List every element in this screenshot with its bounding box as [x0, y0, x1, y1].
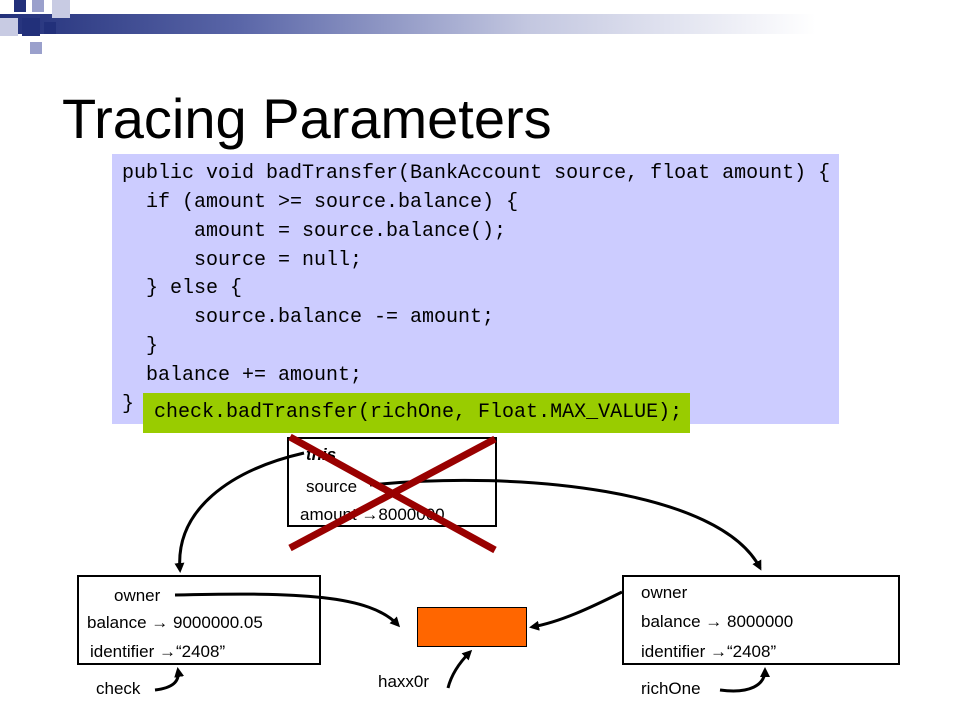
code-line: } else {: [122, 277, 243, 300]
check-variable-label: check: [96, 679, 141, 698]
header-square: [0, 18, 18, 36]
slide-title: Tracing Parameters: [62, 87, 552, 150]
this-to-check-arrow: [174, 451, 305, 573]
code-block-background: [112, 154, 839, 424]
richone-variable-arrow: [719, 667, 770, 693]
richone-identifier-label: identifier →“2408”: [641, 642, 777, 661]
header-square: [32, 0, 44, 12]
header-square: [22, 18, 40, 36]
frame-source-label: source: [306, 477, 358, 496]
method-call-text: check.badTransfer(richOne, Float.MAX_VAL…: [154, 401, 683, 424]
haxx0r-variable-arrow: [446, 649, 473, 689]
check-object-box: [77, 575, 321, 665]
check-owner-label: owner: [114, 586, 161, 605]
code-line: }: [122, 393, 135, 416]
code-line: source = null;: [146, 249, 363, 272]
frame-amount-label: amount →8000000: [300, 505, 445, 524]
code-line: public void badTransfer(BankAccount sour…: [122, 162, 831, 185]
check-identifier-label: identifier →“2408”: [90, 642, 226, 661]
code-line: if (amount >= source.balance) {: [122, 191, 519, 214]
header-square: [52, 0, 70, 18]
check-owner-to-haxx0r-arrow: [174, 592, 401, 628]
code-line: }: [122, 335, 159, 358]
richone-owner-to-haxx0r-arrow: [529, 590, 623, 631]
header-squares-decoration: [0, 0, 80, 60]
source-to-richone-arrow: [369, 478, 762, 571]
richone-variable-label: richOne: [641, 679, 701, 698]
header-gradient-band: [0, 14, 960, 34]
code-line: balance += amount;: [122, 364, 363, 387]
haxx0r-object-box: [417, 607, 527, 647]
code-line: amount = source.balance();: [146, 220, 507, 243]
richone-balance-label: balance → 8000000: [641, 612, 794, 631]
header-square: [14, 0, 26, 12]
code-line: source.balance -= amount;: [146, 306, 495, 329]
method-call-highlight: [143, 393, 690, 433]
haxx0r-variable-label: haxx0r: [378, 672, 430, 691]
header-square: [30, 42, 42, 54]
check-variable-arrow: [154, 667, 185, 692]
check-balance-label: balance → 9000000.05: [87, 613, 263, 632]
richone-owner-label: owner: [641, 583, 688, 602]
richone-object-box: [622, 575, 900, 665]
frame-cross-line: [288, 435, 497, 552]
header-square: [44, 22, 56, 34]
